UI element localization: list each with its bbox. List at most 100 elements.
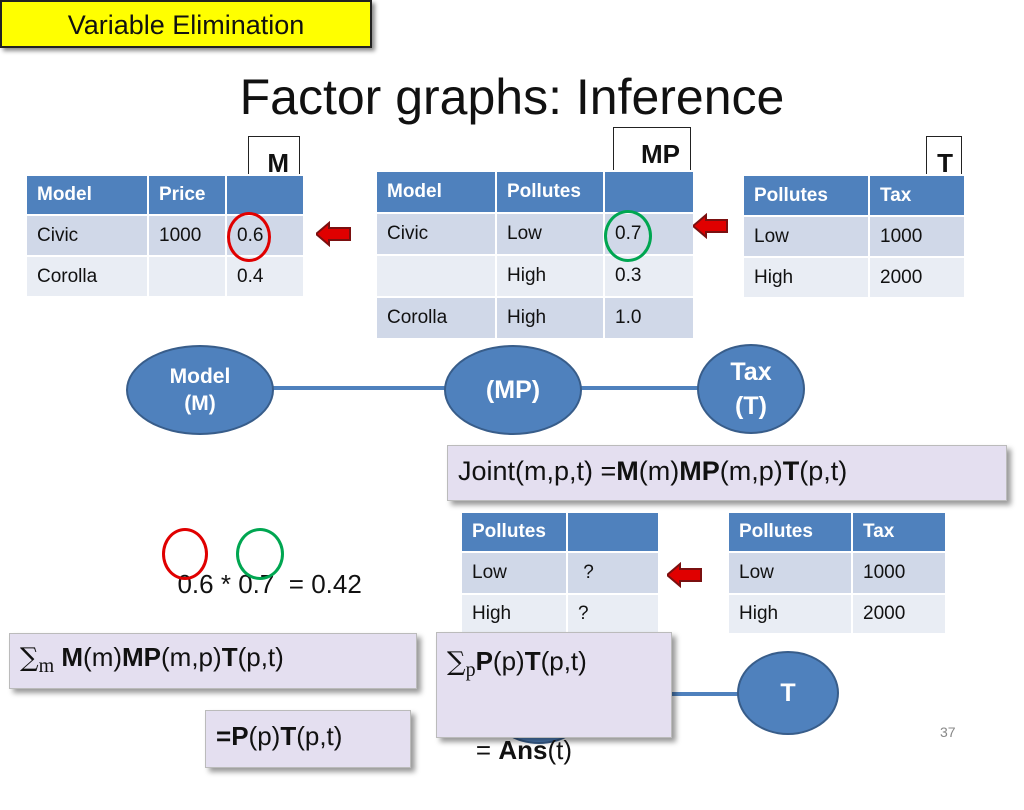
table-m-label: M bbox=[248, 136, 300, 178]
node-model: Model (M) bbox=[126, 345, 274, 435]
table-cell: ? bbox=[566, 551, 660, 595]
factor-m: M bbox=[616, 456, 639, 486]
product-operator: * bbox=[213, 569, 239, 599]
equals-sign: = bbox=[475, 735, 499, 765]
sigma-icon: ∑ bbox=[447, 647, 466, 677]
table-cell: High bbox=[495, 296, 605, 340]
arg: (p,t) bbox=[237, 642, 284, 672]
sum-p-formula-box: ∑pP(p)T(p,t) = Ans(t) bbox=[436, 632, 672, 765]
arg: (m) bbox=[638, 456, 680, 486]
table-row: High 2000 bbox=[742, 256, 966, 299]
table-header-cell: Price bbox=[147, 174, 227, 216]
product-result: = 0.42 bbox=[274, 569, 362, 599]
table-cell: 0.3 bbox=[603, 254, 695, 298]
table-cell: High bbox=[495, 254, 605, 298]
table-row: Corolla High 1.0 bbox=[375, 296, 695, 340]
node-mp-label: (MP) bbox=[485, 375, 541, 404]
sum-p-line-2: = Ans(t) bbox=[447, 690, 671, 810]
red-highlight-circle bbox=[162, 528, 208, 580]
table-cell: High bbox=[460, 593, 568, 635]
joint-formula-box: Joint(m,p,t) =M(m)MP(m,p)T(p,t) bbox=[447, 445, 1007, 501]
green-highlight-circle bbox=[236, 528, 284, 580]
node-t-label: T bbox=[780, 678, 796, 707]
factor-mp: MP bbox=[122, 642, 162, 672]
table-cell: Civic bbox=[375, 212, 497, 256]
table-t-lower: Pollutes Tax Low 1000 High 2000 bbox=[727, 511, 947, 635]
table-cell: Civic bbox=[25, 214, 149, 257]
table-p: Pollutes Low ? High ? bbox=[460, 511, 660, 635]
table-cell: ? bbox=[566, 593, 660, 635]
factor-t: T bbox=[524, 646, 541, 676]
arg: (p) bbox=[492, 646, 525, 676]
table-row: Low ? bbox=[460, 551, 660, 595]
table-header-cell bbox=[225, 174, 305, 216]
factor-ans: Ans bbox=[498, 735, 548, 765]
node-model-sublabel: (M) bbox=[184, 392, 216, 415]
slide-title: Factor graphs: Inference bbox=[239, 69, 785, 125]
joint-prefix: Joint(m,p,t) = bbox=[458, 456, 617, 486]
node-tax-sublabel: (T) bbox=[735, 392, 767, 420]
table-cell: 2000 bbox=[868, 256, 966, 299]
factor-t: T bbox=[782, 456, 800, 486]
equals-sign: = bbox=[216, 721, 232, 751]
sigma-icon: ∑ bbox=[20, 643, 39, 673]
table-row: Low 1000 bbox=[742, 215, 966, 258]
arg: (p) bbox=[248, 721, 281, 751]
table-cell: Corolla bbox=[25, 255, 149, 298]
graph-edges bbox=[272, 386, 738, 696]
arg: (m) bbox=[83, 642, 123, 672]
table-cell bbox=[147, 255, 227, 298]
node-t: T bbox=[737, 651, 839, 735]
page-number: 37 bbox=[940, 724, 956, 740]
table-header-cell: Pollutes bbox=[727, 511, 853, 553]
factor-t: T bbox=[280, 721, 297, 751]
node-mp: (MP) bbox=[444, 345, 582, 435]
section-tag: Variable Elimination bbox=[0, 0, 372, 48]
table-header-cell: Pollutes bbox=[460, 511, 568, 553]
sum-p-line-1: ∑pP(p)T(p,t) bbox=[447, 641, 671, 690]
left-arrow-icon bbox=[667, 562, 702, 588]
factor-p: P bbox=[231, 721, 249, 751]
table-cell: High bbox=[742, 256, 870, 299]
table-row: Civic Low 0.7 bbox=[375, 212, 695, 256]
table-header-cell: Pollutes bbox=[495, 170, 605, 214]
table-row: High 0.3 bbox=[375, 254, 695, 298]
table-cell: 0.4 bbox=[225, 255, 305, 298]
table-row: High 2000 bbox=[727, 593, 947, 635]
sigma-subscript: m bbox=[38, 655, 55, 677]
node-tax-label: Tax bbox=[730, 358, 772, 386]
node-model-label: Model bbox=[169, 365, 231, 388]
arg: (m,p) bbox=[719, 456, 783, 486]
eq-p-formula-box: =P(p)T(p,t) bbox=[205, 710, 411, 768]
table-header-cell: Tax bbox=[868, 174, 966, 217]
table-cell: 1.0 bbox=[603, 296, 695, 340]
table-t: Pollutes Tax Low 1000 High 2000 bbox=[742, 174, 966, 299]
table-cell: Corolla bbox=[375, 296, 497, 340]
arg: (m,p) bbox=[161, 642, 222, 672]
sum-m-formula-box: ∑m M(m)MP(m,p)T(p,t) bbox=[9, 633, 417, 689]
table-header-cell bbox=[603, 170, 695, 214]
table-row: High ? bbox=[460, 593, 660, 635]
table-t-label: T bbox=[926, 136, 962, 178]
table-header-cell bbox=[566, 511, 660, 553]
factor-p: P bbox=[475, 646, 493, 676]
table-header-cell: Model bbox=[25, 174, 149, 216]
table-cell: 1000 bbox=[868, 215, 966, 258]
table-cell: 1000 bbox=[147, 214, 227, 257]
green-highlight-circle bbox=[604, 210, 652, 262]
table-cell bbox=[375, 254, 497, 298]
table-cell: 2000 bbox=[851, 593, 947, 635]
table-header-cell: Pollutes bbox=[742, 174, 870, 217]
table-cell: Low bbox=[742, 215, 870, 258]
table-cell: 1000 bbox=[851, 551, 947, 595]
table-cell: High bbox=[727, 593, 853, 635]
table-cell: Low bbox=[727, 551, 853, 595]
table-header-cell: Tax bbox=[851, 511, 947, 553]
table-cell: Low bbox=[460, 551, 568, 595]
factor-t: T bbox=[221, 642, 238, 672]
red-highlight-circle bbox=[227, 212, 271, 262]
sigma-subscript: p bbox=[465, 659, 476, 681]
table-row: Corolla 0.4 bbox=[25, 255, 305, 298]
arg: (p,t) bbox=[799, 456, 848, 486]
factor-m: M bbox=[61, 642, 84, 672]
